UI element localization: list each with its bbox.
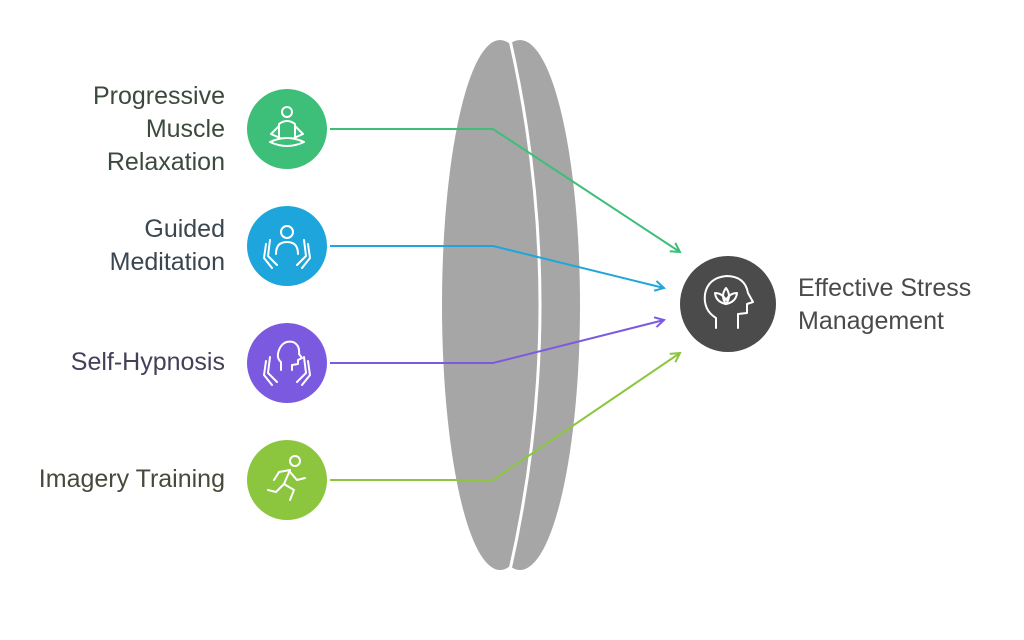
label-line: Self-Hypnosis [70,348,225,376]
label-line: Effective Stress [798,274,972,302]
head-in-hands-icon [263,340,311,386]
connector-self-hypnosis [330,320,664,364]
running-person-icon [267,455,306,501]
label-line: Muscle [145,115,225,143]
self-hypnosis-circle [247,323,327,403]
connector-progressive-muscle-relaxation [330,128,680,252]
imagery-training-label: Imagery Training [0,463,225,496]
effective-stress-management-label: Effective Stress Management [798,272,1018,338]
imagery-training-circle [247,440,327,520]
self-hypnosis-label: Self-Hypnosis [20,346,225,379]
connector-imagery-training [330,353,680,481]
head-with-lotus-icon [703,275,754,329]
meditation-pose-icon [269,106,305,147]
label-line: Meditation [109,248,225,276]
label-line: Imagery Training [38,465,225,493]
connector-guided-meditation [330,245,664,288]
label-line: Relaxation [106,148,225,176]
guided-meditation-circle [247,206,327,286]
label-line: Guided [144,215,225,243]
progressive-muscle-relaxation-label: Progressive Muscle Relaxation [40,80,225,179]
guided-meditation-label: Guided Meditation [40,213,225,279]
label-line: Progressive [93,82,225,110]
progressive-muscle-relaxation-circle [247,89,327,169]
lens-shape [442,39,580,571]
label-line: Management [798,307,944,335]
person-in-hands-icon [263,225,311,269]
